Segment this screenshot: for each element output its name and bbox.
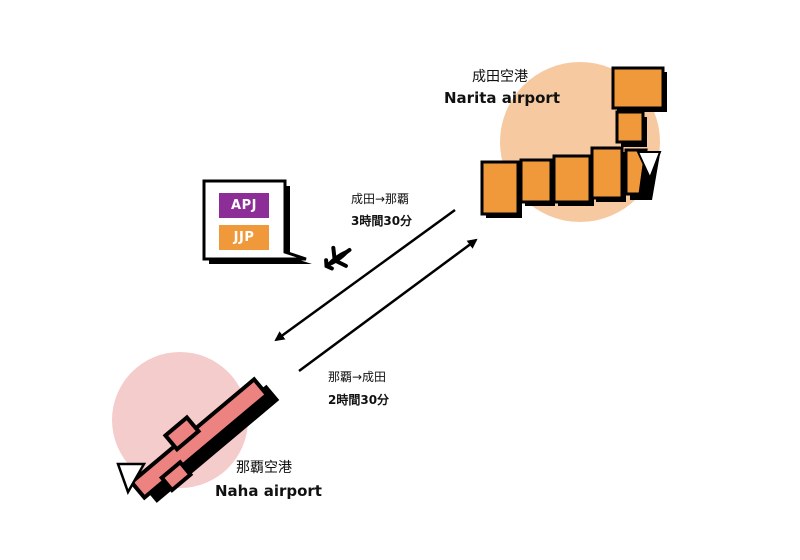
route-arrow-naha-to-narita — [298, 238, 478, 373]
airline-badge-apj: APJ — [219, 193, 269, 218]
airplane-icon — [324, 245, 352, 271]
japan-mainland-map — [480, 66, 667, 218]
naha-triangle-marker-icon — [116, 462, 147, 495]
narita-airport-name-jp: 成田空港 — [472, 69, 528, 85]
route-duration-naha-narita: 2時間30分 — [328, 393, 390, 407]
route-arrow-narita-to-naha — [274, 208, 456, 342]
airline-badge-jjp: JJP — [219, 225, 269, 250]
route-direction-naha-narita: 那覇→成田 — [328, 370, 387, 384]
route-direction-narita-naha: 成田→那覇 — [351, 192, 410, 206]
narita-airport-name-en: Narita airport — [444, 89, 561, 107]
naha-airport-name-jp: 那覇空港 — [236, 460, 292, 476]
route-duration-narita-naha: 3時間30分 — [351, 214, 413, 228]
okinawa-map — [128, 376, 280, 503]
naha-airport-name-en: Naha airport — [215, 482, 322, 500]
narita-triangle-marker-icon — [636, 151, 662, 181]
